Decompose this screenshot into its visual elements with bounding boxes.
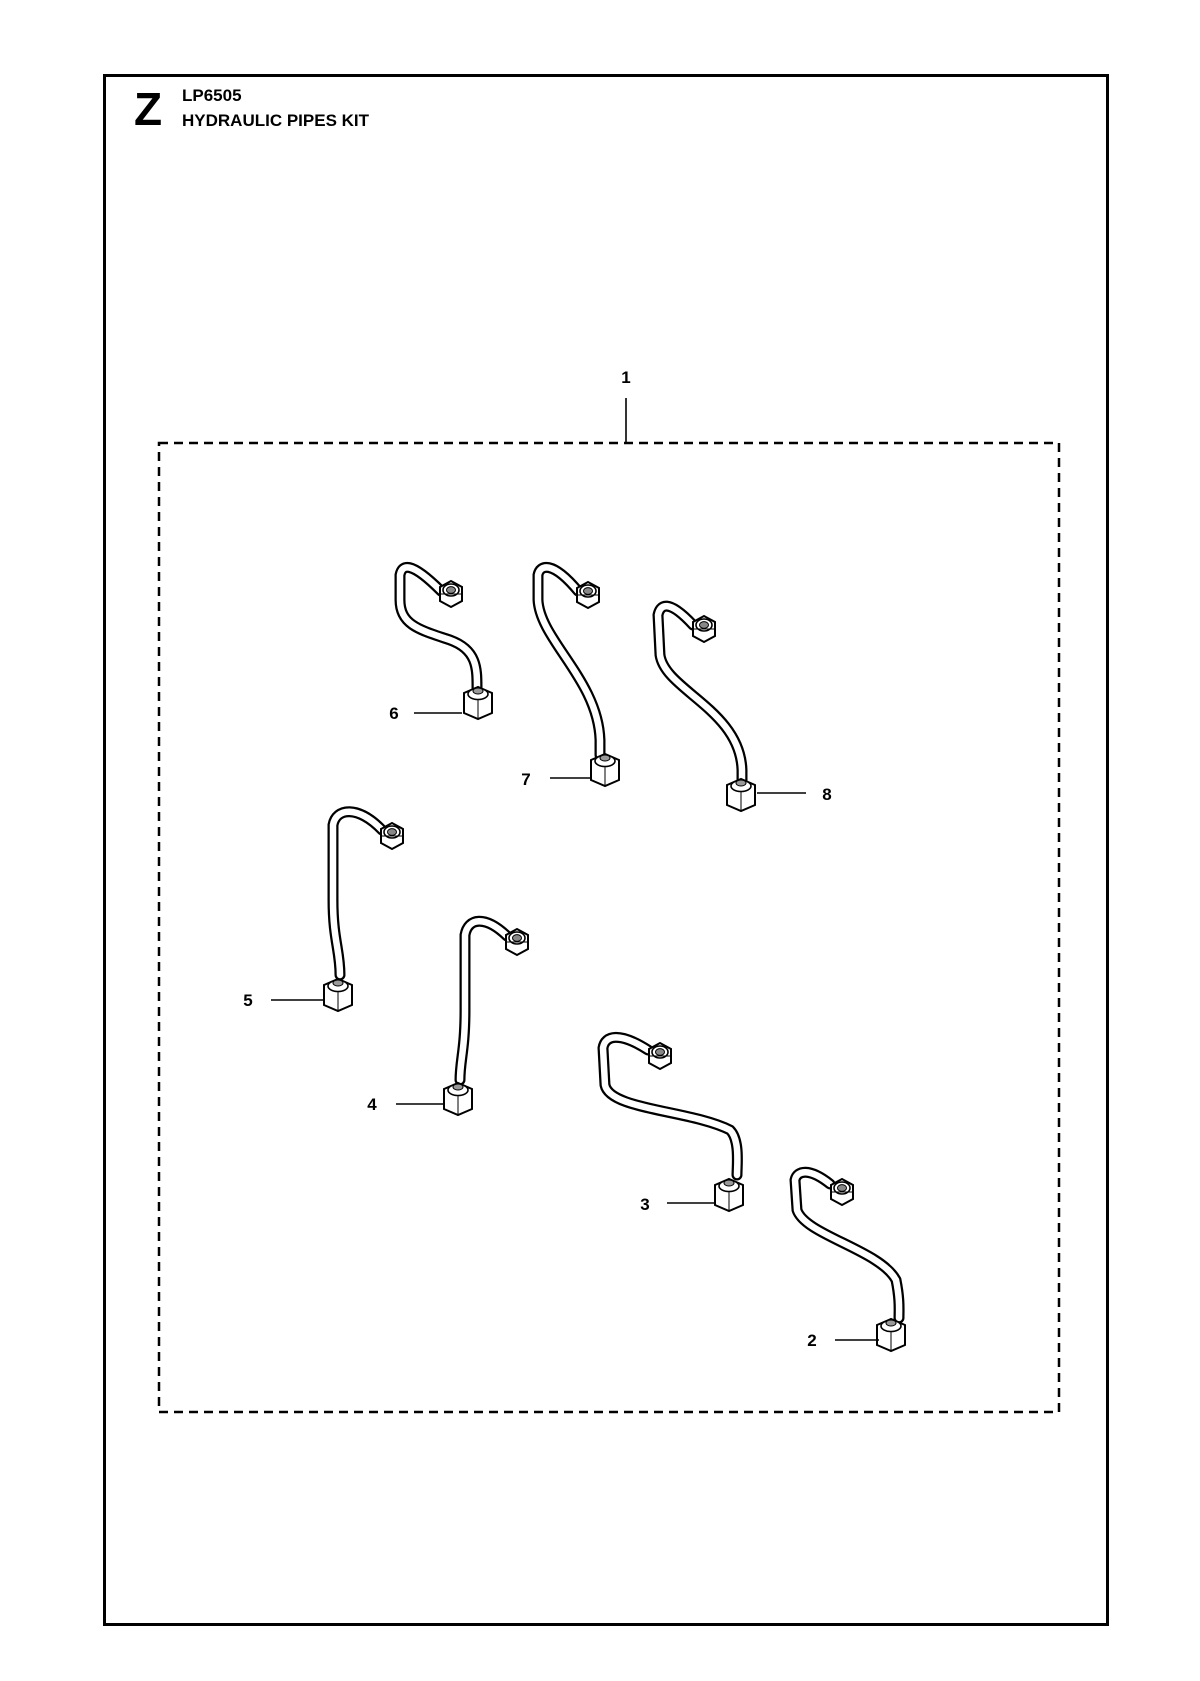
callout-7: 7 — [521, 770, 530, 789]
callout-8: 8 — [822, 785, 831, 804]
pipe-6 — [394, 561, 493, 720]
callout-2: 2 — [807, 1331, 816, 1350]
pipe-7 — [532, 561, 620, 787]
pipe-4 — [443, 915, 529, 1116]
callout-6: 6 — [389, 704, 398, 723]
page-frame — [103, 74, 1109, 1626]
pipe-5 — [323, 806, 404, 1012]
pipe-2 — [789, 1166, 906, 1352]
page-title: HYDRAULIC PIPES KIT — [182, 111, 370, 130]
pipe-8 — [652, 600, 756, 812]
callout-5: 5 — [243, 991, 252, 1010]
callout-4: 4 — [367, 1095, 377, 1114]
callout-1: 1 — [621, 368, 630, 387]
section-letter: Z — [134, 83, 163, 135]
model-number: LP6505 — [182, 86, 242, 105]
pipe-3 — [597, 1031, 744, 1212]
kit-boundary — [157, 441, 1061, 1414]
callout-3: 3 — [640, 1195, 649, 1214]
